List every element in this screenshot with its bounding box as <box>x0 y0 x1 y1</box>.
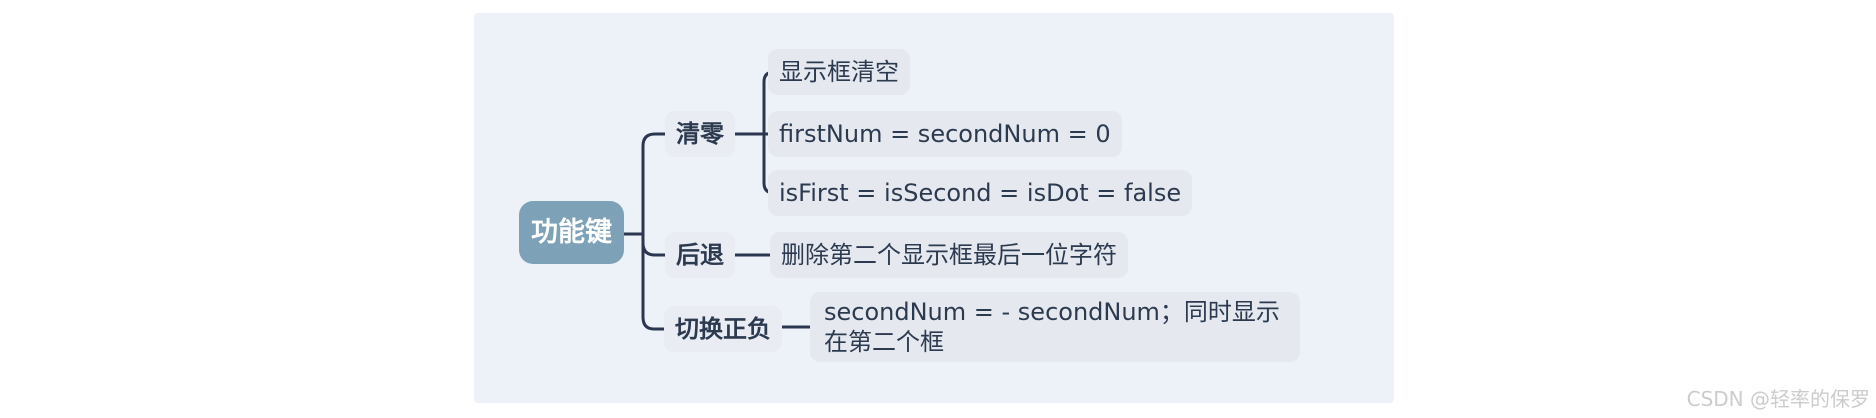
child-node-display-clear[interactable]: 显示框清空 <box>768 49 910 95</box>
connector-trunk-back <box>641 241 667 257</box>
branch-node-backspace[interactable]: 后退 <box>665 232 735 278</box>
child-node-flags-false[interactable]: isFirst = isSecond = isDot = false <box>768 170 1193 216</box>
connector-trunk-toggle <box>641 232 666 331</box>
child-node-delete-last-char[interactable]: 删除第二个显示框最后一位字符 <box>770 232 1128 278</box>
branch-node-clear-zero[interactable]: 清零 <box>665 111 735 157</box>
mindmap-panel: 功能键 清零 显示框清空 firstNum = secondNum = 0 is… <box>474 13 1394 403</box>
child-node-nums-zero[interactable]: firstNum = secondNum = 0 <box>768 111 1122 157</box>
branch-node-toggle-sign[interactable]: 切换正负 <box>664 306 782 352</box>
connector-trunk-clear <box>641 132 667 236</box>
connector-lines <box>620 70 814 331</box>
root-node-function-keys[interactable]: 功能键 <box>519 201 624 264</box>
watermark: CSDN @轻率的保罗 <box>1686 387 1870 411</box>
child-node-negate-secondnum[interactable]: secondNum = - secondNum；同时显示在第二个框 <box>810 292 1300 362</box>
